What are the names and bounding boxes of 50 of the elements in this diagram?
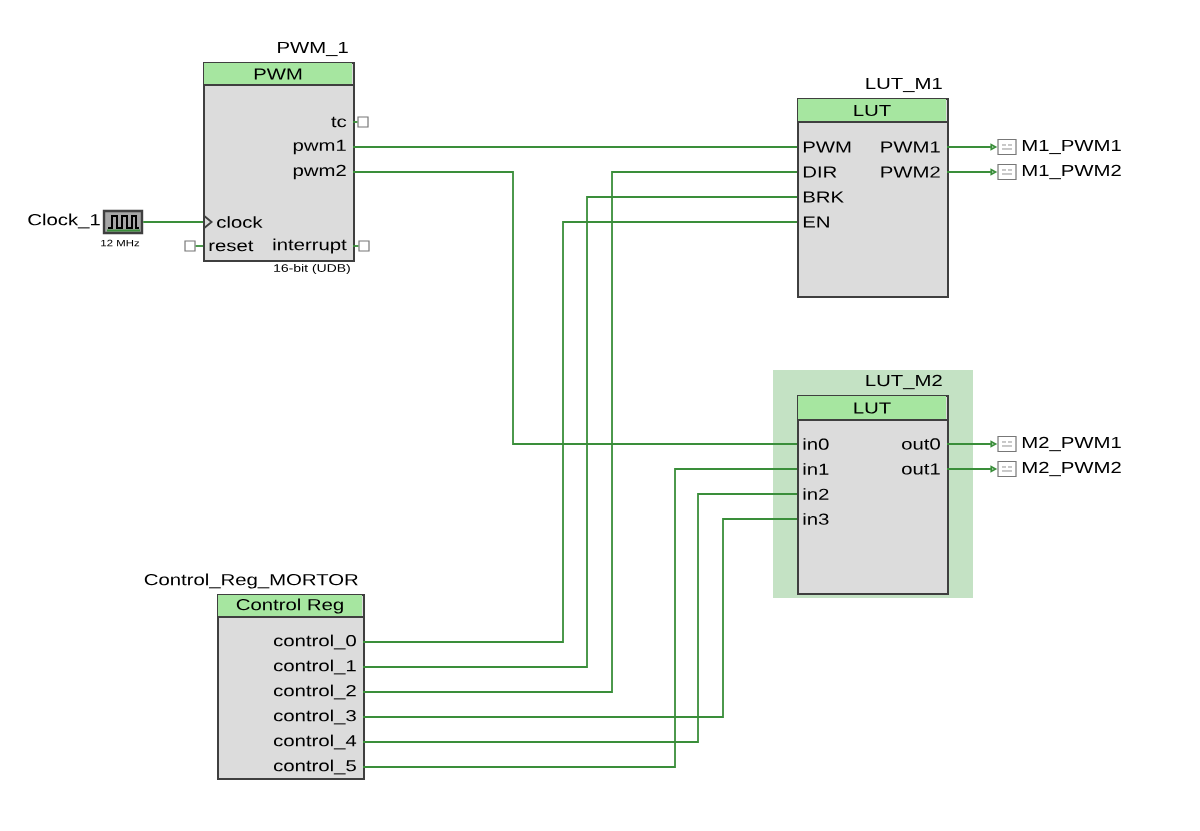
wire (362, 468, 798, 768)
pin-label: out0 (902, 438, 940, 450)
pin-label: in3 (803, 513, 829, 525)
pin-label: PWM1 (881, 141, 940, 153)
pin-label: pwm1 (293, 139, 346, 155)
pin-label: interrupt (273, 238, 347, 254)
pin-label: control_2 (274, 684, 356, 700)
block-header: Control Reg (216, 595, 364, 618)
pin-label: control_1 (274, 659, 356, 675)
terminal-box (358, 240, 370, 252)
wire (362, 493, 798, 743)
terminal-box (357, 116, 369, 128)
instance-name: Control_Reg_MORTOR (144, 573, 358, 589)
pin-label: reset (209, 240, 254, 252)
block-header: LUT (796, 396, 948, 421)
instance-name: LUT_M2 (866, 374, 942, 390)
pin-label: out1 (902, 463, 940, 475)
pin-label: control_3 (274, 709, 356, 725)
wire (352, 171, 798, 445)
pin-label: PWM (803, 141, 851, 153)
pin-label: in2 (803, 488, 829, 500)
pin-label: control_4 (274, 734, 357, 750)
pin-label: DIR (803, 166, 837, 178)
block-header: LUT (796, 99, 948, 123)
pin-label: BRK (803, 191, 844, 203)
instance-name: PWM_1 (278, 41, 348, 57)
port-name: M2_PWM1 (1022, 436, 1121, 452)
pin-label: clock (217, 216, 263, 228)
pin-label: control_5 (274, 759, 356, 775)
pin-label: in0 (803, 438, 829, 450)
wire (362, 518, 798, 718)
wire (352, 121, 359, 123)
wire (352, 146, 798, 148)
port-name: M1_PWM2 (1022, 164, 1121, 180)
port-name: M2_PWM2 (1022, 461, 1121, 477)
block-caption: 16-bit (UDB) (274, 263, 350, 275)
instance-name: LUT_M1 (866, 77, 942, 93)
pin-label: PWM2 (881, 166, 940, 178)
wire (352, 245, 360, 247)
pin-label: pwm2 (293, 164, 346, 180)
pin-label: tc (331, 116, 347, 128)
pin-label: EN (803, 216, 829, 228)
pin-label: in1 (803, 463, 829, 475)
pin-label: control_0 (274, 634, 356, 650)
port-name: M1_PWM1 (1022, 139, 1121, 155)
frequency-label: 12 MHz (101, 239, 140, 247)
wire (194, 245, 204, 247)
block-header: PWM (202, 63, 354, 86)
clock-name: Clock_1 (28, 213, 100, 229)
terminal-box (184, 240, 196, 252)
